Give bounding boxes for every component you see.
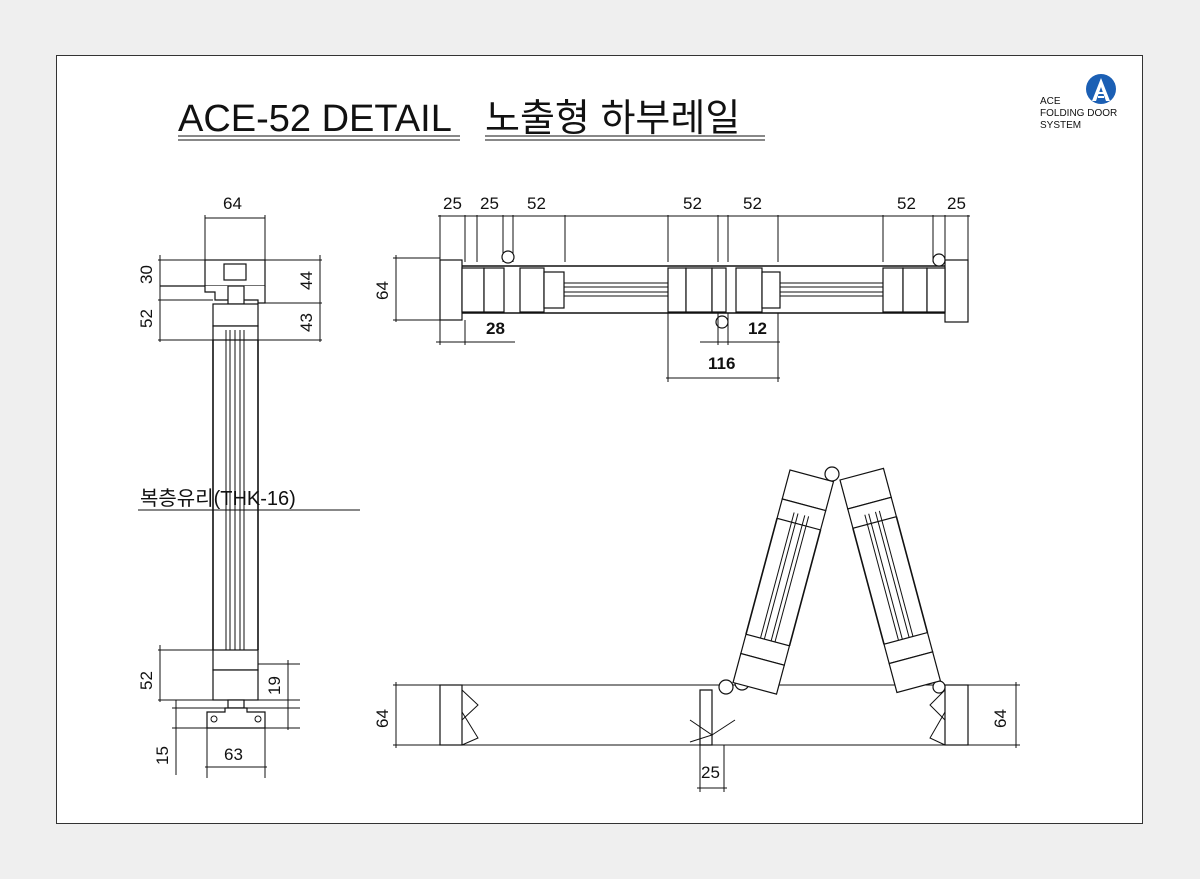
svg-text:15: 15 xyxy=(153,746,172,765)
svg-text:64: 64 xyxy=(373,281,392,300)
svg-text:28: 28 xyxy=(486,319,505,338)
svg-text:43: 43 xyxy=(297,313,316,332)
ace-logo: ACE FOLDING DOOR SYSTEM xyxy=(1040,74,1117,131)
svg-text:25: 25 xyxy=(947,194,966,213)
glass-label: 복층유리(THK-16) xyxy=(140,487,296,510)
svg-text:116: 116 xyxy=(708,354,735,373)
svg-text:64: 64 xyxy=(373,709,392,728)
title-model: ACE-52 DETAIL xyxy=(178,98,452,140)
svg-text:25: 25 xyxy=(701,763,720,782)
svg-text:52: 52 xyxy=(743,194,762,213)
svg-text:12: 12 xyxy=(748,319,767,338)
svg-text:25: 25 xyxy=(480,194,499,213)
svg-text:64: 64 xyxy=(991,709,1010,728)
svg-text:19: 19 xyxy=(265,676,284,695)
svg-text:ACE: ACE xyxy=(1040,96,1061,107)
svg-text:30: 30 xyxy=(137,265,156,284)
title-subtitle: 노출형 하부레일 xyxy=(485,98,740,140)
svg-text:25: 25 xyxy=(443,194,462,213)
plan-closed: 25 25 52 52 52 52 25 64 28 12 116 xyxy=(373,194,970,382)
svg-text:SYSTEM: SYSTEM xyxy=(1040,120,1081,131)
vertical-section: 64 30 52 44 43 복층유리(THK-16) 52 19 15 xyxy=(137,194,360,778)
svg-text:FOLDING DOOR: FOLDING DOOR xyxy=(1040,108,1117,119)
svg-text:64: 64 xyxy=(223,194,242,213)
svg-text:52: 52 xyxy=(137,309,156,328)
svg-text:52: 52 xyxy=(683,194,702,213)
svg-text:52: 52 xyxy=(527,194,546,213)
svg-text:52: 52 xyxy=(137,671,156,690)
svg-text:63: 63 xyxy=(224,745,243,764)
plan-folded: 64 64 25 xyxy=(373,466,1020,792)
svg-text:52: 52 xyxy=(897,194,916,213)
svg-text:44: 44 xyxy=(297,271,316,290)
